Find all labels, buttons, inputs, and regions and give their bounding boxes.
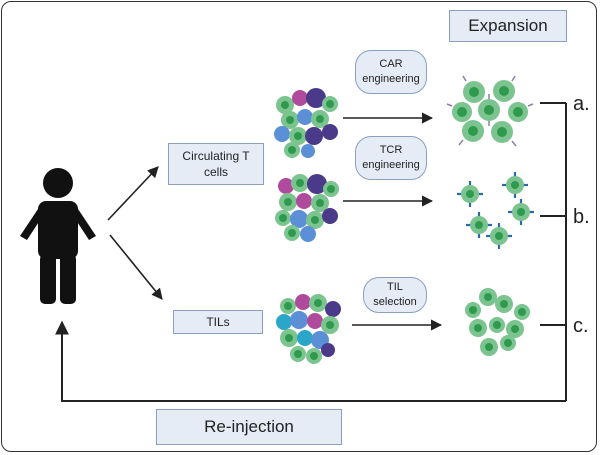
expansion-label: Expansion [468,16,548,35]
cell-cluster-tcr-input [275,174,339,242]
tils-box: TILs [173,310,263,334]
arrow-to-circulating [107,166,159,221]
expansion-box: Expansion [449,10,567,42]
arrow-to-tils [109,234,163,300]
tcr-engineering-pill: TCR engineering [355,136,427,180]
tcr-engineering-label: TCR engineering [362,144,420,171]
branch-label-c: c. [573,315,589,337]
til-selection-label: TIL selection [373,281,417,308]
tils-label: TILs [206,314,230,329]
car-t-cells [446,75,534,147]
branch-label-a: a. [573,93,590,115]
reinjection-label: Re-injection [204,417,294,436]
circulating-t-cells-box: Circulating T cells [168,143,264,185]
branch-label-b: b. [573,206,590,228]
tcr-t-cells [457,172,534,249]
reinjection-arrow [55,320,566,402]
cell-cluster-til-input [276,294,341,364]
cell-cluster-car-input [274,88,338,158]
car-engineering-label: CAR engineering [362,58,420,85]
car-engineering-pill: CAR engineering [355,50,427,94]
reinjection-box: Re-injection [156,409,342,445]
person-icon [20,168,96,304]
til-cells [465,288,530,356]
til-selection-pill: TIL selection [363,277,427,313]
circulating-t-cells-label: Circulating T cells [182,148,250,179]
